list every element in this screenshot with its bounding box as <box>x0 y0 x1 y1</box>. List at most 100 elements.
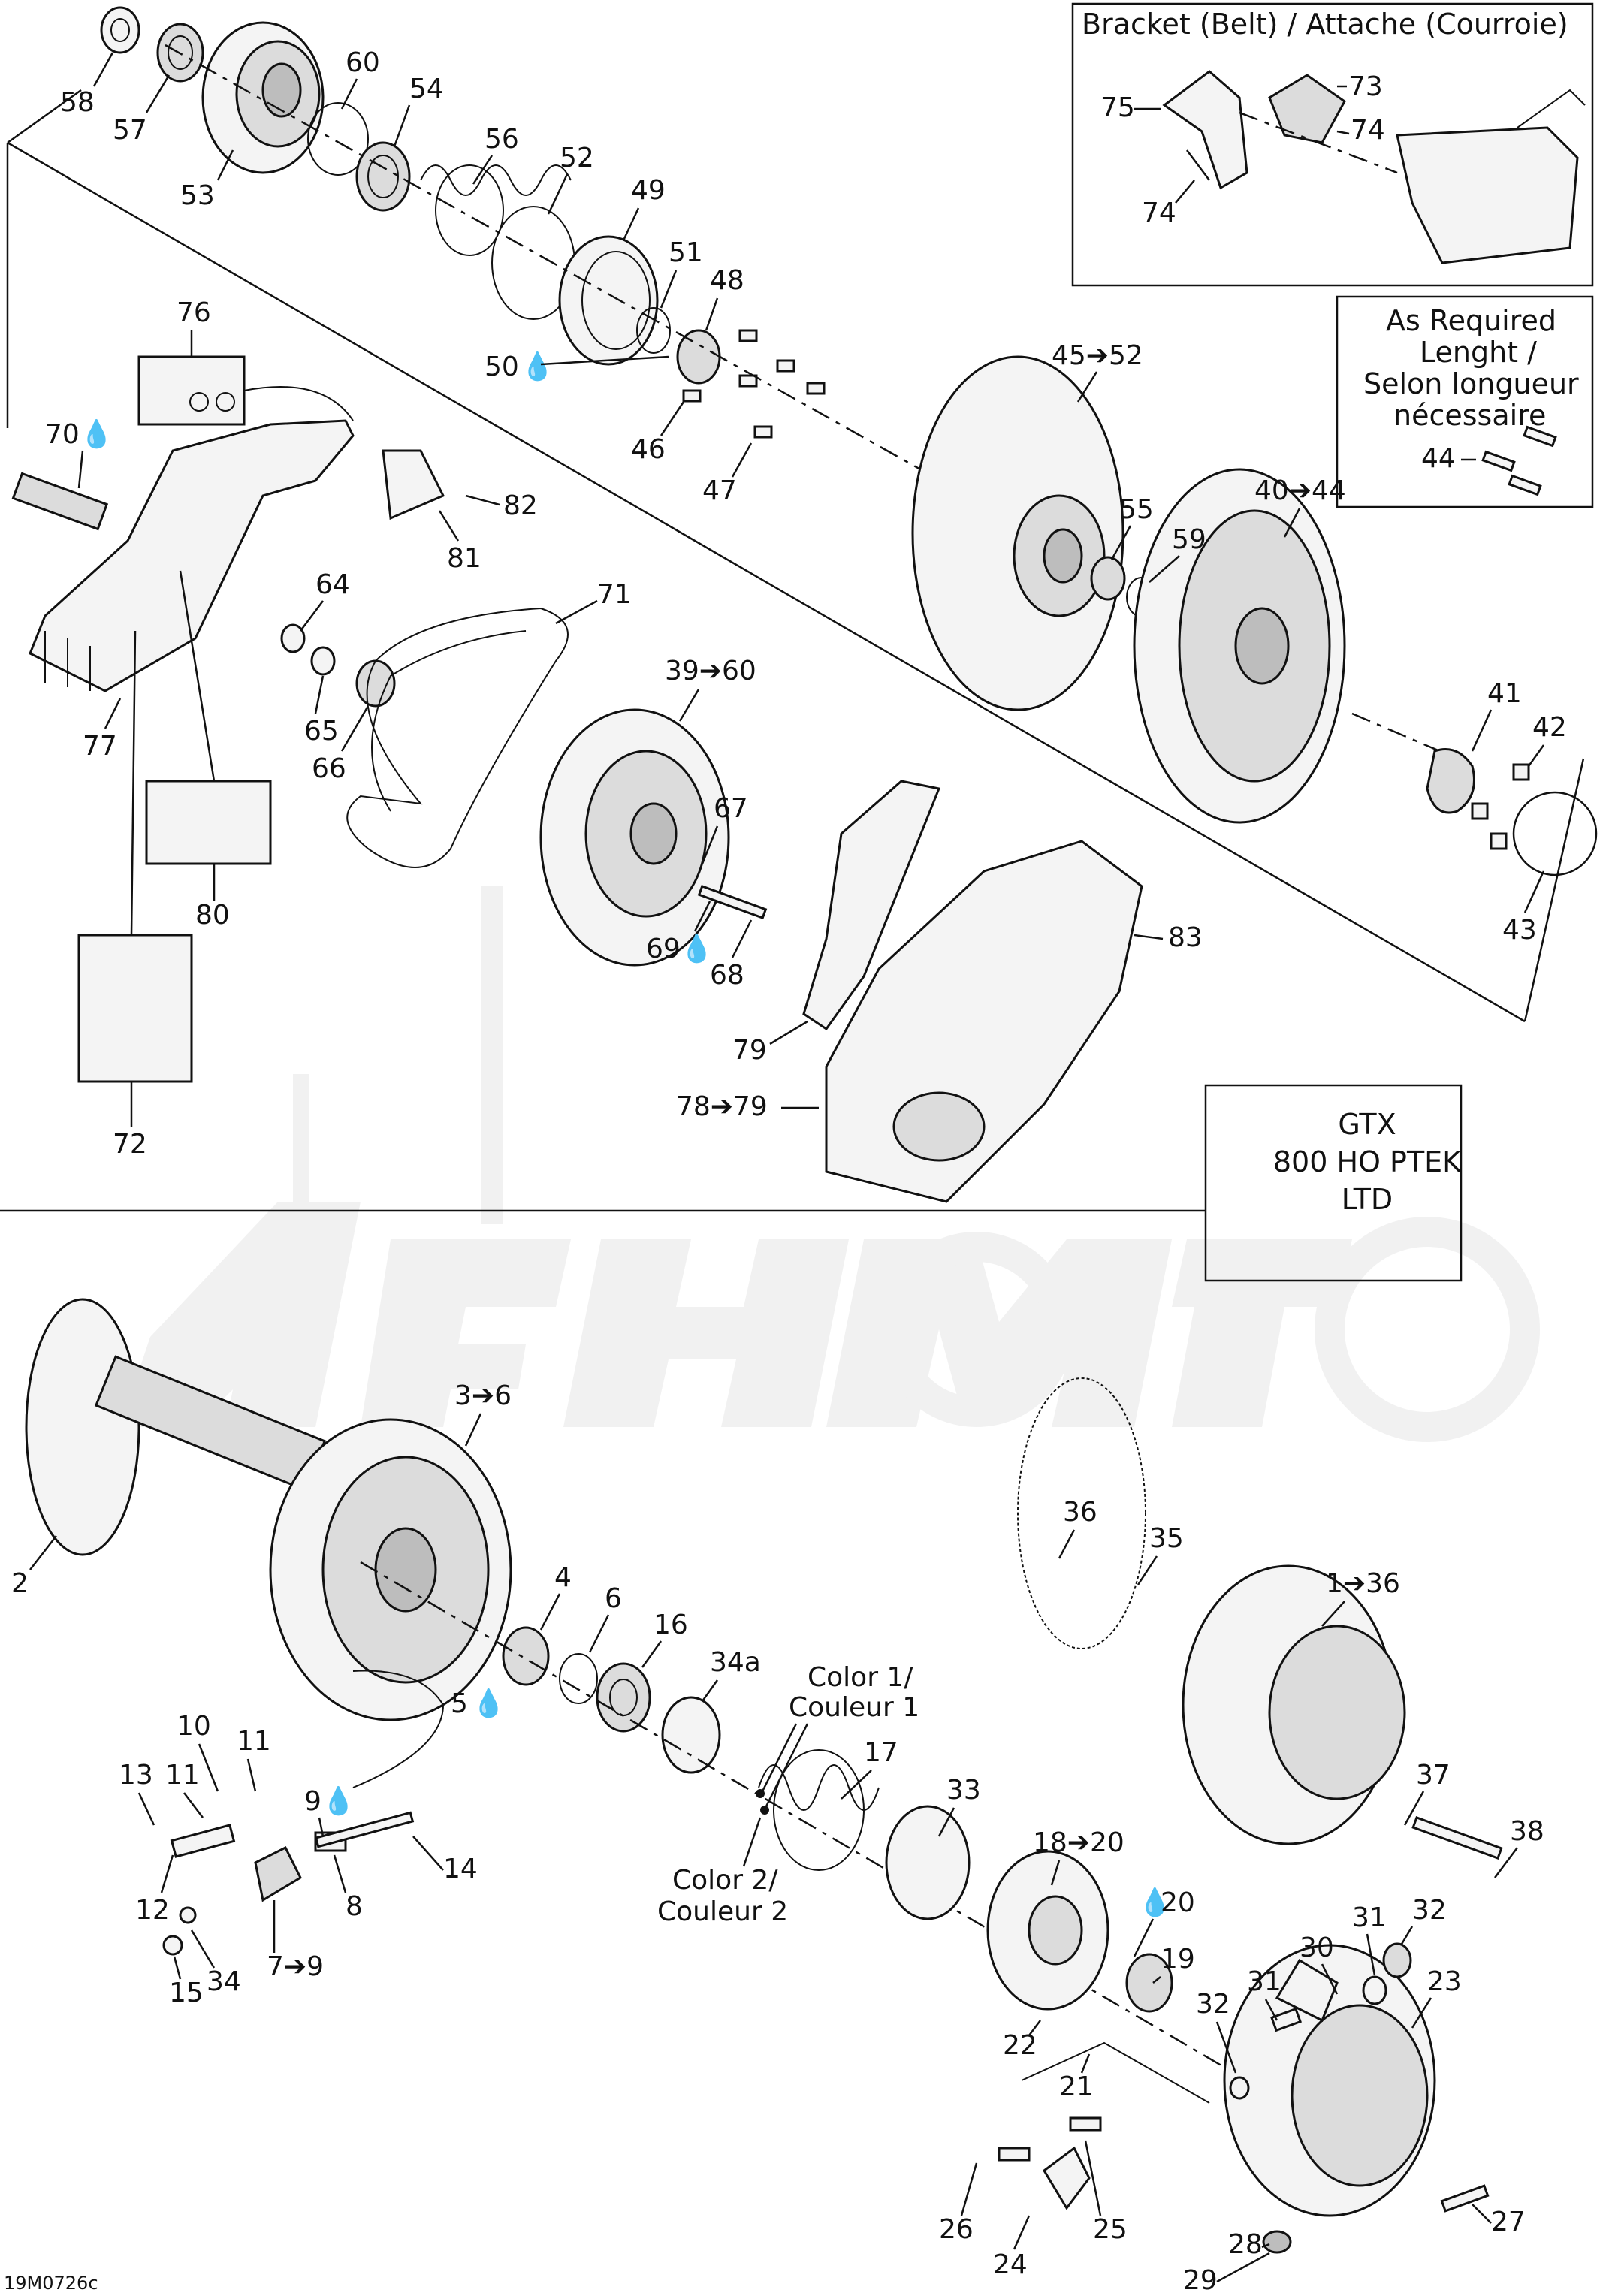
label-60: 60 <box>346 47 380 78</box>
color-dots <box>756 1789 769 1815</box>
label-68: 68 <box>710 960 744 991</box>
label-76: 76 <box>177 297 211 328</box>
small-screws <box>682 329 826 439</box>
part-23-cover <box>1223 1944 1436 2217</box>
label-43: 43 <box>1502 915 1537 946</box>
label-19: 19 <box>1161 1944 1195 1975</box>
label-49: 49 <box>631 175 666 206</box>
label-17: 17 <box>864 1737 898 1768</box>
label-42: 42 <box>1532 712 1567 743</box>
color2-line2: Couleur 2 <box>657 1896 788 1927</box>
label-11b: 11 <box>237 1726 271 1757</box>
leader-80 <box>179 570 216 782</box>
label-13: 13 <box>119 1760 153 1791</box>
label-58: 58 <box>60 87 95 118</box>
drop-icon-5: 💧 <box>472 1688 506 1719</box>
frame-line-diagonal <box>7 141 1526 1023</box>
part-58-washer <box>100 6 140 54</box>
part-1-drive-pulley <box>1182 1564 1406 1845</box>
label-75: 75 <box>1100 92 1135 123</box>
part-70-shaft <box>11 472 109 531</box>
label-34: 34 <box>207 1966 241 1997</box>
label-81: 81 <box>447 543 481 574</box>
label-46: 46 <box>631 434 666 465</box>
part-60-ring <box>307 102 369 176</box>
label-21: 21 <box>1059 2071 1094 2102</box>
label-82: 82 <box>503 490 538 521</box>
label-29: 29 <box>1183 2265 1218 2296</box>
label-66: 66 <box>312 753 346 784</box>
top-frame-line <box>7 89 82 144</box>
label-33: 33 <box>946 1775 981 1806</box>
label-8: 8 <box>346 1891 363 1922</box>
part-16-bearing <box>596 1662 651 1733</box>
part-35-ring-gear <box>1017 1377 1146 1649</box>
model-line3: LTD <box>1342 1183 1393 1216</box>
label-45-52: 45➔52 <box>1052 340 1143 371</box>
label-32b: 32 <box>1196 1989 1230 2020</box>
label-30: 30 <box>1300 1932 1334 1963</box>
label-31a: 31 <box>1352 1902 1387 1933</box>
washers-64-66 <box>280 623 396 708</box>
label-2: 2 <box>11 1568 29 1599</box>
label-1-36: 1➔36 <box>1326 1568 1400 1599</box>
label-74b: 74 <box>1142 198 1176 228</box>
label-41: 41 <box>1487 678 1522 709</box>
label-80: 80 <box>195 900 230 931</box>
part-49-sleeve <box>558 235 659 366</box>
part-34a-sleeve <box>661 1696 721 1774</box>
label-24: 24 <box>993 2249 1028 2280</box>
drop-icon-70: 💧 <box>80 418 113 450</box>
label-57: 57 <box>113 115 147 146</box>
label-35: 35 <box>1149 1523 1184 1554</box>
part-51-ring <box>636 307 671 354</box>
bracket-illustration <box>1162 70 1586 264</box>
part-17-spring <box>758 1749 880 1871</box>
as-required-line3: Selon longueur <box>1363 367 1579 400</box>
part-18-spider <box>986 1850 1109 2011</box>
watermark-logo <box>120 886 1540 1442</box>
label-22: 22 <box>1003 2030 1037 2061</box>
label-78-79: 78➔79 <box>676 1091 768 1122</box>
axis-line-lower <box>360 1561 1248 2082</box>
decal-72 <box>77 934 193 1083</box>
label-34a: 34a <box>710 1647 761 1678</box>
label-44: 44 <box>1421 443 1456 474</box>
label-39-60: 39➔60 <box>665 656 756 686</box>
label-77: 77 <box>83 731 117 762</box>
part-53-cam <box>201 21 325 174</box>
part-39-drive-pulley <box>539 708 730 967</box>
part-2-fixed-sheave <box>25 1298 327 1556</box>
frame-line-right <box>1523 758 1585 1022</box>
part-6-ring <box>559 1653 598 1704</box>
label-65: 65 <box>304 716 339 747</box>
label-15: 15 <box>169 1978 204 2008</box>
part-55-washer <box>1090 556 1126 601</box>
leader-72 <box>130 630 137 936</box>
figure-code: 19M0726c <box>4 2273 98 2294</box>
label-53: 53 <box>180 180 215 211</box>
label-6: 6 <box>605 1583 622 1614</box>
label-79: 79 <box>732 1035 767 1066</box>
label-71: 71 <box>597 579 632 610</box>
part-81-bracket <box>382 449 445 520</box>
part-56-spring <box>420 164 572 256</box>
drop-icon-20: 💧 <box>1138 1887 1172 1918</box>
label-5: 5 <box>451 1688 468 1719</box>
label-18-20: 18➔20 <box>1033 1827 1124 1858</box>
label-67: 67 <box>714 793 748 824</box>
part-3-movable-sheave <box>269 1418 512 1721</box>
model-line2: 800 HO PTEK <box>1273 1145 1462 1178</box>
drop-icon-50: 💧 <box>521 351 554 382</box>
parts-28-31 <box>1229 1942 1490 2254</box>
label-55: 55 <box>1119 494 1154 525</box>
label-54: 54 <box>409 74 444 104</box>
as-required-line4: nécessaire <box>1393 399 1546 432</box>
parts-24-26 <box>998 2116 1102 2210</box>
label-4: 4 <box>554 1562 572 1593</box>
decal-80 <box>145 780 272 865</box>
part-42-nut <box>1471 763 1530 850</box>
decal-76 <box>137 355 246 426</box>
label-38: 38 <box>1510 1816 1544 1847</box>
label-28: 28 <box>1228 2229 1263 2260</box>
